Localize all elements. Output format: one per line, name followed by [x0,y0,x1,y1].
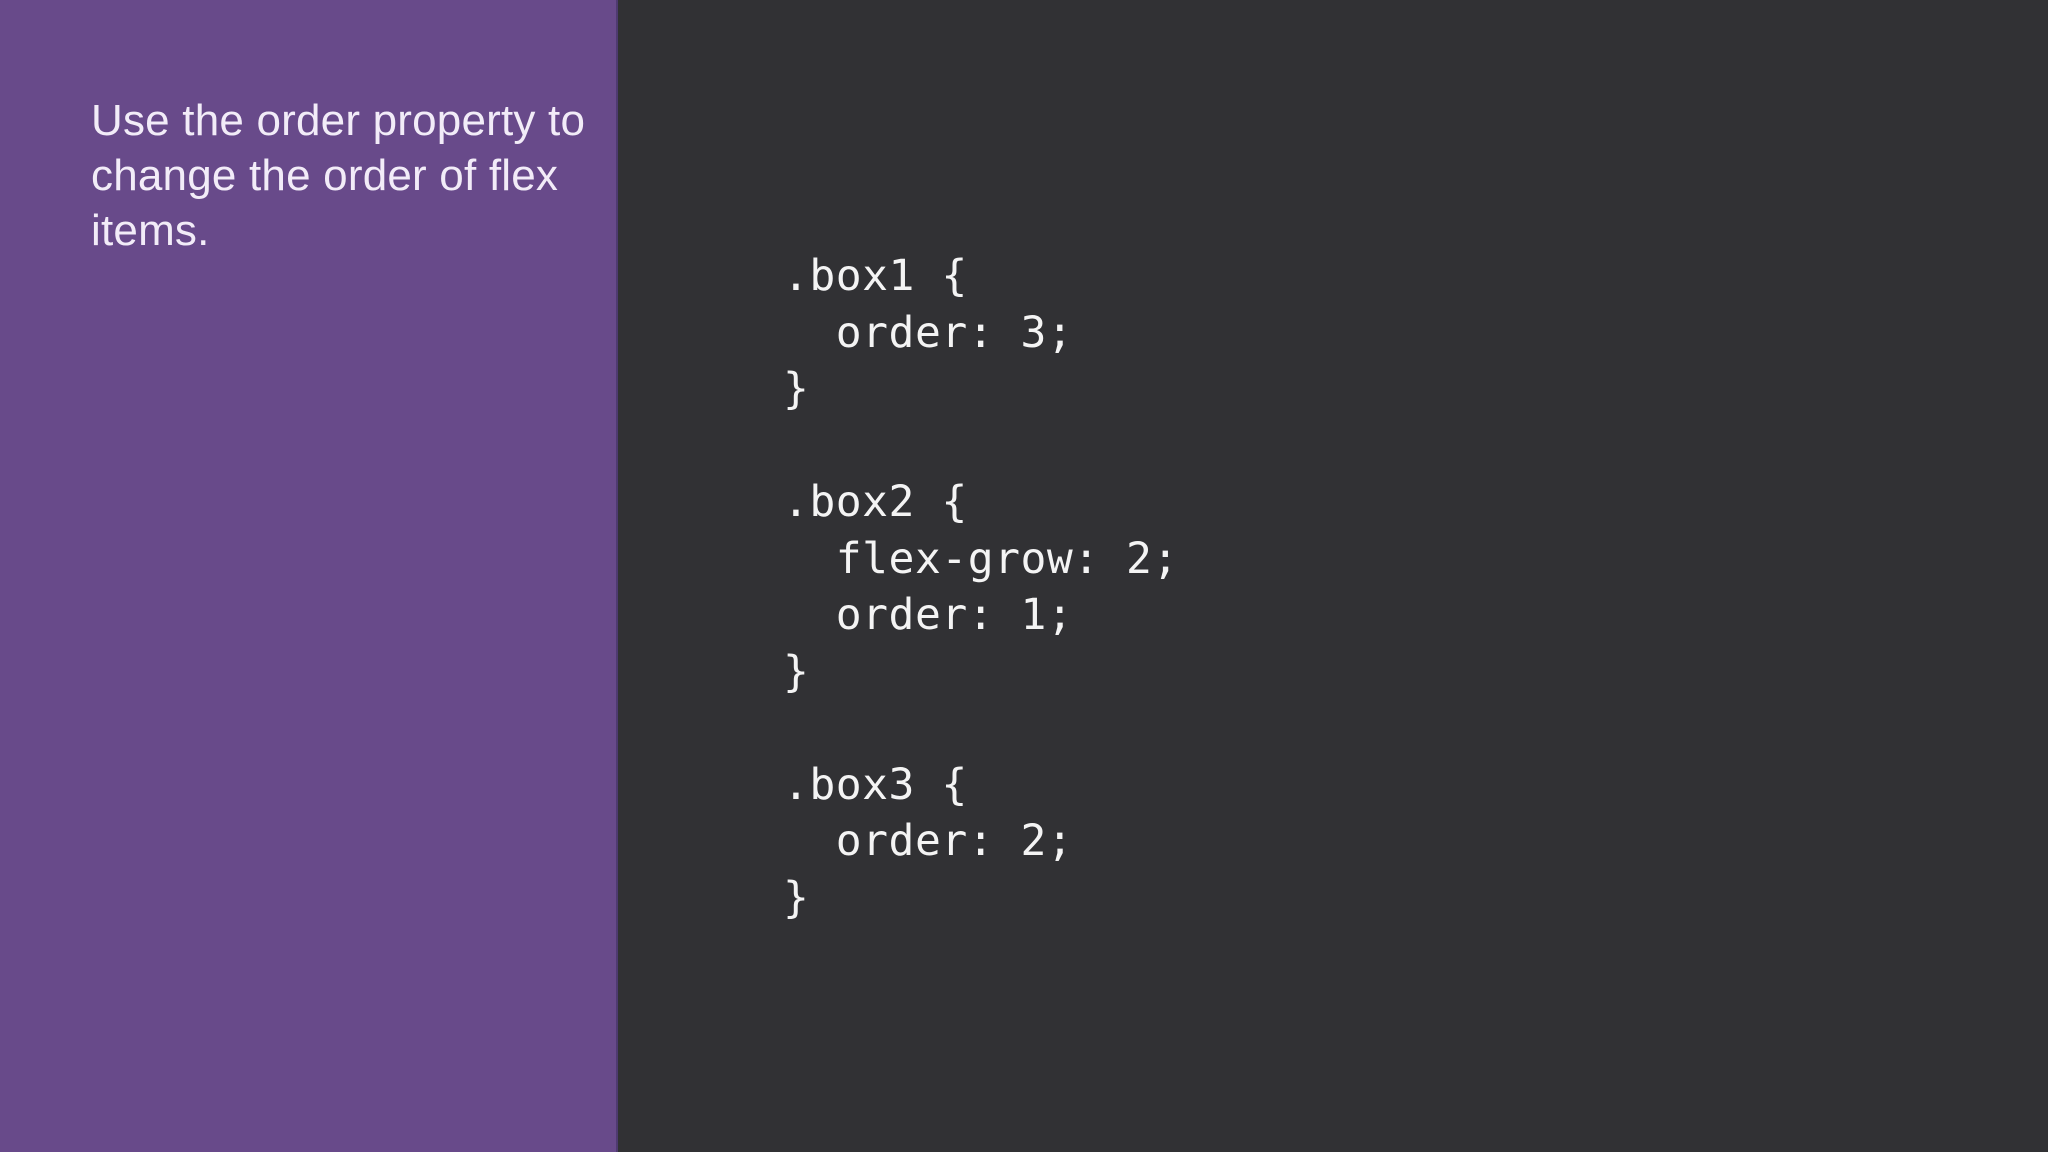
code-panel: .box1 { order: 3; } .box2 { flex-grow: 2… [618,0,2048,1152]
lesson-caption: Use the order property to change the ord… [91,96,586,255]
css-code: .box1 { order: 3; } .box2 { flex-grow: 2… [783,251,1179,923]
sidebar: Use the order property to change the ord… [0,0,618,1152]
